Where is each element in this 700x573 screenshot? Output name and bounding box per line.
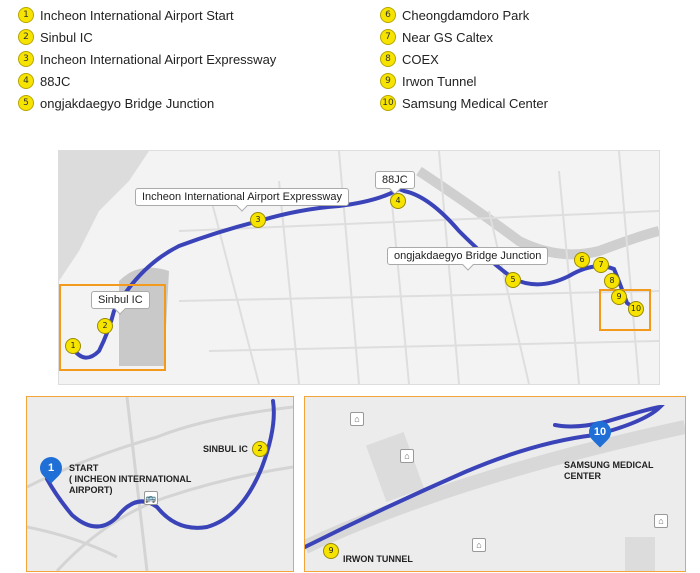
start-label-line3: AIRPORT)	[69, 485, 113, 495]
inset-end-roads	[305, 420, 685, 554]
marker-2[interactable]: 2	[97, 318, 113, 334]
legend-item-2: 2 Sinbul IC	[18, 28, 93, 46]
number-badge: 7	[380, 29, 396, 45]
legend-label: Cheongdamdoro Park	[402, 7, 530, 23]
overview-map[interactable]: Sinbul IC Incheon International Airport …	[58, 150, 660, 385]
callout-expressway: Incheon International Airport Expressway	[135, 188, 349, 206]
legend-label: Near GS Caltex	[402, 29, 494, 45]
marker-4[interactable]: 4	[390, 193, 406, 209]
number-badge: 8	[380, 51, 396, 67]
end-label-line1: SAMSUNG MEDICAL	[564, 460, 654, 470]
legend-label: ongjakdaegyo Bridge Junction	[40, 95, 215, 111]
legend-label: Irwon Tunnel	[402, 73, 477, 89]
bus-icon: 🚌	[144, 491, 158, 505]
route-legend: 1 Incheon International Airport Start 2 …	[0, 0, 700, 120]
irwon-tunnel-label: IRWON TUNNEL	[343, 554, 413, 564]
start-pin-label: 1	[47, 462, 55, 474]
legend-label: Incheon International Airport Start	[40, 7, 234, 23]
start-label-line2: ( INCHEON INTERNATIONAL	[69, 474, 192, 484]
marker-8[interactable]: 8	[604, 273, 620, 289]
legend-item-9: 9 Irwon Tunnel	[380, 72, 476, 90]
number-badge: 5	[18, 95, 34, 111]
legend-item-10: 10 Samsung Medical Center	[380, 94, 548, 112]
inset-roads	[27, 397, 293, 571]
callout-sinbul-ic: Sinbul IC	[91, 291, 150, 309]
inset-marker-9[interactable]: 9	[323, 543, 339, 559]
start-pin[interactable]: 1	[35, 452, 67, 484]
marker-9[interactable]: 9	[611, 289, 627, 305]
marker-1[interactable]: 1	[65, 338, 81, 354]
end-pin-label: 10	[593, 426, 607, 438]
legend-item-6: 6 Cheongdamdoro Park	[380, 6, 529, 24]
legend-label: COEX	[402, 51, 439, 67]
sea-area	[59, 151, 149, 281]
marker-5[interactable]: 5	[505, 272, 521, 288]
legend-label: Sinbul IC	[40, 29, 93, 45]
highlight-box-end	[599, 289, 651, 331]
number-badge: 9	[380, 73, 396, 89]
end-label-line2: CENTER	[564, 471, 602, 481]
legend-item-1: 1 Incheon International Airport Start	[18, 6, 234, 24]
number-badge: 2	[18, 29, 34, 45]
number-badge: 1	[18, 7, 34, 23]
legend-label: Incheon International Airport Expressway	[40, 51, 277, 67]
inset-map-end[interactable]: ⌂ ⌂ ⌂ ⌂ 10 SAMSUNG MEDICAL CENTER 9 IRWO…	[304, 396, 686, 572]
legend-item-5: 5 ongjakdaegyo Bridge Junction	[18, 94, 214, 112]
inset-route-line	[45, 399, 276, 530]
inset-marker-2[interactable]: 2	[252, 441, 268, 457]
building-icon: ⌂	[654, 514, 668, 528]
start-label: START ( INCHEON INTERNATIONAL AIRPORT)	[69, 463, 191, 496]
route-line	[70, 186, 641, 360]
number-badge: 4	[18, 73, 34, 89]
legend-item-4: 4 88JC	[18, 72, 70, 90]
callout-bridge-junction: ongjakdaegyo Bridge Junction	[387, 247, 549, 265]
legend-label: 88JC	[40, 73, 71, 89]
inset-start-graphic	[27, 397, 293, 571]
building-icon: ⌂	[350, 412, 364, 426]
marker-6[interactable]: 6	[574, 252, 590, 268]
legend-item-7: 7 Near GS Caltex	[380, 28, 493, 46]
number-badge: 6	[380, 7, 396, 23]
legend-item-3: 3 Incheon International Airport Expressw…	[18, 50, 276, 68]
building-icon: ⌂	[472, 538, 486, 552]
marker-3[interactable]: 3	[250, 212, 266, 228]
marker-7[interactable]: 7	[593, 257, 609, 273]
end-pin[interactable]: 10	[584, 416, 616, 448]
end-label: SAMSUNG MEDICAL CENTER	[564, 460, 654, 482]
number-badge: 3	[18, 51, 34, 67]
inset-map-start[interactable]: 1 START ( INCHEON INTERNATIONAL AIRPORT)…	[26, 396, 294, 572]
building-icon: ⌂	[400, 449, 414, 463]
marker-10[interactable]: 10	[628, 301, 644, 317]
number-badge: 10	[380, 95, 396, 111]
highlight-box-start	[59, 284, 166, 371]
sinbul-ic-label: SINBUL IC	[203, 444, 248, 454]
legend-item-8: 8 COEX	[380, 50, 439, 68]
start-label-line1: START	[69, 463, 99, 473]
callout-88jc: 88JC	[375, 171, 415, 189]
legend-label: Samsung Medical Center	[402, 95, 548, 111]
